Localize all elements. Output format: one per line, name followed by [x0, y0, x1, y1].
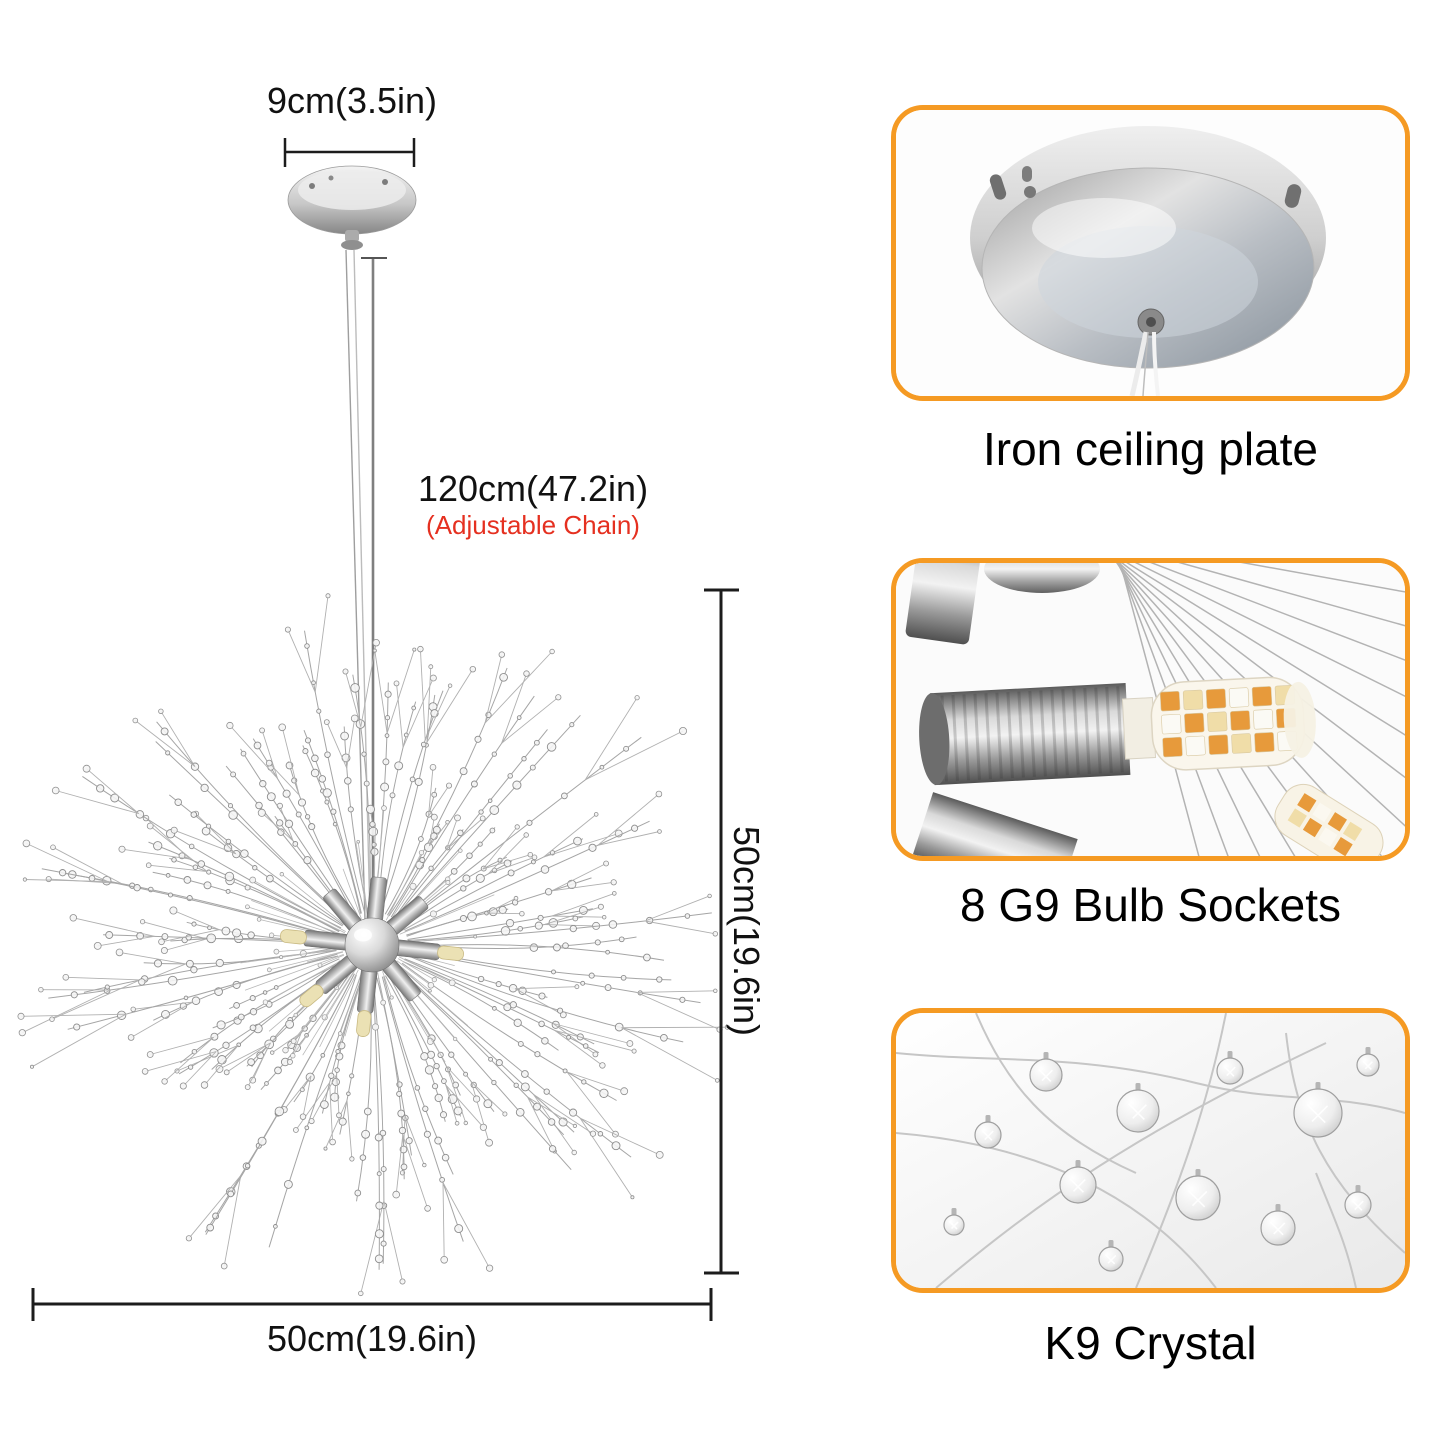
fixture-height-label: 50cm(19.6in): [726, 825, 767, 1037]
chain-length-label: 120cm(47.2in): [417, 468, 649, 509]
bulb-socket-photo: [896, 563, 1405, 856]
fixture-width-label: 50cm(19.6in): [266, 1318, 478, 1359]
bulb-sockets-caption: 8 G9 Bulb Sockets: [960, 879, 1341, 931]
adjustable-chain-note: (Adjustable Chain): [426, 510, 640, 540]
crystal-photo: [896, 1013, 1405, 1288]
width-dimension: [31, 1288, 713, 1321]
ceiling-plate-caption: Iron ceiling plate: [983, 423, 1318, 475]
crystal-balls: [943, 1047, 1380, 1272]
crystal-burst: [17, 593, 730, 1297]
second-bulb: [1274, 783, 1384, 856]
ceiling-plate-drawing: [287, 165, 417, 250]
led-chip-grid: [1159, 684, 1298, 758]
crystal-card: [891, 1008, 1410, 1293]
crystal-caption: K9 Crystal: [1044, 1317, 1257, 1369]
ceiling-plate-photo: [896, 110, 1405, 396]
g9-socket-and-bulb: [919, 676, 1316, 786]
dimension-diagram-canvas: [17, 138, 739, 1321]
ceiling-plate-card: [891, 105, 1410, 401]
plate-width-dimension: [283, 138, 416, 167]
plate-width-label: 9cm(3.5in): [266, 80, 438, 121]
hanging-cables: [345, 249, 387, 928]
bulb-sockets-card: [891, 558, 1410, 861]
height-dimension: [704, 588, 739, 1275]
chandelier-hub: [280, 876, 464, 1037]
